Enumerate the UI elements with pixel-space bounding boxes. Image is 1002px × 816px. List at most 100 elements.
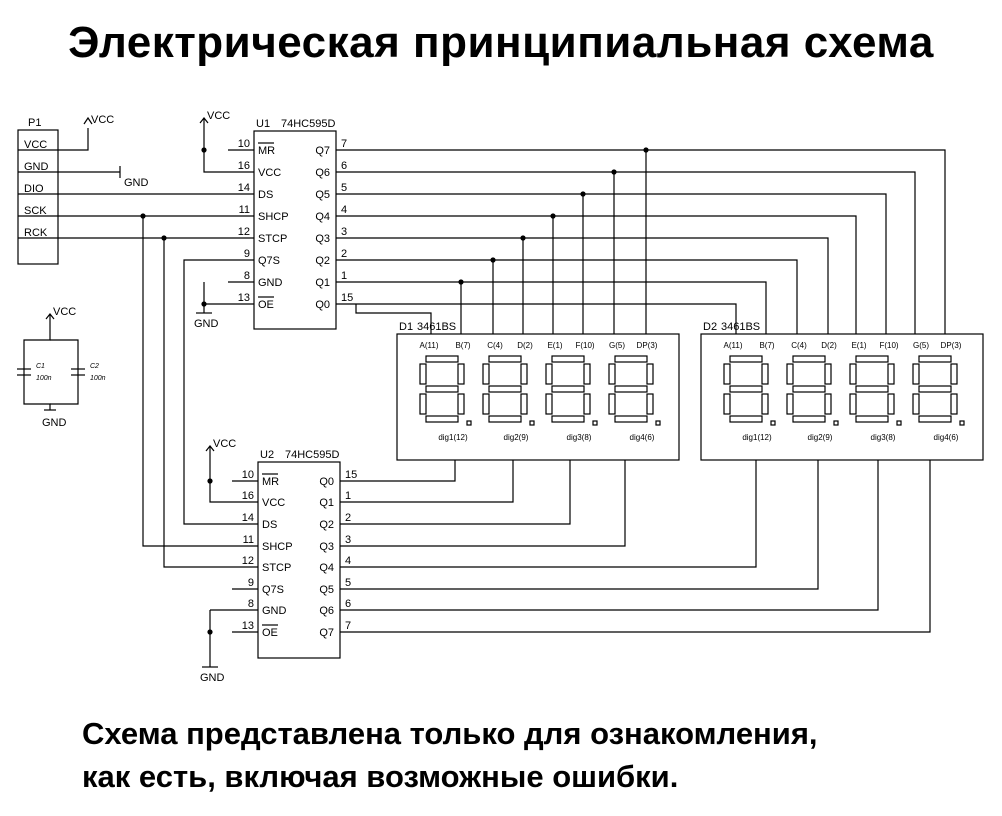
decimal-point	[466, 420, 472, 426]
segment	[849, 363, 857, 385]
chip-u2-pin-number: 3	[345, 534, 351, 546]
chip-u1-pin-name: Q4	[315, 211, 330, 223]
decimal-point	[655, 420, 661, 426]
segment	[545, 393, 553, 415]
segment	[482, 393, 490, 415]
segment	[457, 363, 465, 385]
chip-u2-pin-name: STCP	[262, 562, 291, 574]
chip-u2-pin-name: Q0	[319, 476, 334, 488]
display-d2-digit	[849, 355, 902, 426]
segment	[950, 363, 958, 385]
labels: P1VCCGNDDIOSCKRCKVCCGNDVCCC1100nC2100nGN…	[24, 110, 962, 684]
segment	[646, 393, 654, 415]
display-d1-digit	[545, 355, 598, 426]
wire-segment-bus	[356, 259, 798, 334]
chip-u2-pin-number: 4	[345, 555, 351, 567]
capacitor-c2-value: 100n	[90, 375, 106, 382]
display-d1-digit-pin: dig3(8)	[567, 433, 592, 442]
wire-segment-bus	[356, 237, 829, 334]
segment	[425, 415, 459, 423]
segment	[488, 415, 522, 423]
segment	[457, 393, 465, 415]
segment	[918, 355, 952, 363]
wire-segment-bus	[356, 215, 857, 334]
decimal-point	[770, 420, 776, 426]
display-d1-segment-pin: A(11)	[420, 341, 439, 350]
segment	[419, 363, 427, 385]
chip-u2-pin-number: 16	[242, 490, 254, 502]
segment	[761, 363, 769, 385]
display-d2-digit-pin: dig2(9)	[808, 433, 833, 442]
chip-u1-pin-name: MR	[258, 145, 275, 157]
connector-p1-pin-label: GND	[24, 161, 49, 173]
capacitor-c2-ref: C2	[90, 363, 99, 370]
chip-u2-pin-number: 6	[345, 598, 351, 610]
disclaimer-note: Схема представлена только для ознакомлен…	[82, 712, 818, 798]
wire-segment-drop	[355, 304, 432, 334]
display-d1-ref: D1	[399, 321, 413, 333]
chip-u1-pin-number: 7	[341, 138, 347, 150]
decimal-point	[592, 420, 598, 426]
wire-segment-bus	[356, 149, 946, 334]
segment	[912, 363, 920, 385]
wire-digit-line	[360, 460, 514, 503]
wire-digit-line	[360, 460, 571, 525]
chip-u2-pin-number: 13	[242, 620, 254, 632]
chip-u1-pin-number: 12	[238, 226, 250, 238]
vcc-arrow-icon	[83, 116, 93, 125]
chip-u1-pin-number: 2	[341, 248, 347, 260]
segment	[950, 393, 958, 415]
vcc-arrow-icon	[199, 117, 209, 124]
display-d2-segment-pin: C(4)	[791, 341, 807, 350]
segment	[545, 363, 553, 385]
segment	[786, 363, 794, 385]
segment	[520, 393, 528, 415]
chip-u2-pin-name: Q3	[319, 541, 334, 553]
wire-cascade	[183, 259, 232, 525]
segment	[855, 415, 889, 423]
display-d2-ref: D2	[703, 321, 717, 333]
junction-dot	[520, 235, 526, 241]
chip-u2-pin-number: 12	[242, 555, 254, 567]
segment	[482, 363, 490, 385]
decimal-point	[896, 420, 902, 426]
connector-p1-body	[17, 129, 59, 265]
chip-u2-pin-number: 2	[345, 512, 351, 524]
wire-u1-vcc	[203, 134, 228, 173]
wires	[23, 128, 946, 667]
display-d2-segment-pin: A(11)	[724, 341, 743, 350]
chip-u1-pin-number: 9	[244, 248, 250, 260]
connector-p1-pin-label: SCK	[24, 205, 47, 217]
chip-u1-pin-name: Q7	[315, 145, 330, 157]
segment	[614, 415, 648, 423]
connector-p1-pin-label: DIO	[24, 183, 44, 195]
junction-dot	[580, 191, 586, 197]
display-d1-digit-pin: dig1(12)	[438, 433, 468, 442]
capacitor-c1-ref: C1	[36, 363, 45, 370]
decimal-point	[529, 420, 535, 426]
wire-u2-vcc	[209, 462, 232, 503]
display-d2-part: 3461BS	[721, 321, 760, 333]
segment	[723, 363, 731, 385]
chip-u1-pin-number: 16	[238, 160, 250, 172]
parts	[17, 116, 984, 668]
decimal-point	[833, 420, 839, 426]
chip-u2-pin-name: SHCP	[262, 541, 293, 553]
junction-dot	[458, 279, 464, 285]
display-d1-segment-pin: F(10)	[575, 341, 594, 350]
chip-u2-pin-number: 15	[345, 469, 357, 481]
capacitor-c1-value: 100n	[36, 375, 52, 382]
segment	[425, 385, 459, 393]
disclaimer-line-2: как есть, включая возможные ошибки.	[82, 759, 679, 794]
chip-u1-pin-name: OE	[258, 299, 274, 311]
segment	[608, 363, 616, 385]
segment	[887, 393, 895, 415]
segment	[583, 393, 591, 415]
chip-u1-pin-number: 5	[341, 182, 347, 194]
display-d2-digit	[912, 355, 965, 426]
display-d1-digit	[482, 355, 535, 426]
segment	[551, 415, 585, 423]
segment	[824, 393, 832, 415]
gnd-label: GND	[124, 177, 149, 189]
